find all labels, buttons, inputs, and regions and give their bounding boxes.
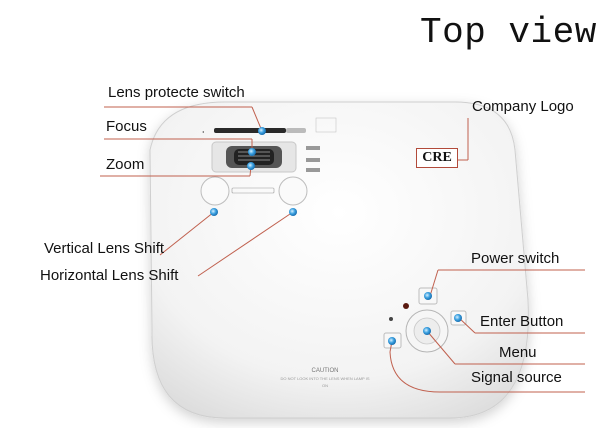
marker-vertical-shift <box>210 208 218 216</box>
label-horizontal-shift: Horizontal Lens Shift <box>40 267 178 284</box>
marker-menu <box>423 327 431 335</box>
horizontal-shift-knob[interactable] <box>279 177 307 205</box>
marker-lens-protect <box>258 127 266 135</box>
label-zoom: Zoom <box>106 156 144 173</box>
label-focus: Focus <box>106 118 147 135</box>
marker-zoom <box>247 162 255 170</box>
marker-source <box>388 337 396 345</box>
label-company-logo: Company Logo <box>472 98 574 115</box>
caution-heading: CAUTION <box>312 368 339 374</box>
company-logo: CRE <box>416 148 458 168</box>
lens-protect-slot <box>214 128 286 133</box>
label-signal-source: Signal source <box>471 369 562 386</box>
led-indicator <box>403 303 409 309</box>
label-menu: Menu <box>499 344 537 361</box>
page-title: Top view <box>420 12 597 53</box>
label-lens-protect: Lens protecte switch <box>108 84 245 101</box>
label-enter-button: Enter Button <box>480 313 563 330</box>
caution-text: CAUTION DO NOT LOOK INTO THE LENS WHEN L… <box>280 368 370 389</box>
marker-enter <box>454 314 462 322</box>
marker-horizontal-shift <box>289 208 297 216</box>
marker-power <box>424 292 432 300</box>
vertical-shift-knob[interactable] <box>201 177 229 205</box>
svg-text:◂: ◂ <box>202 129 204 134</box>
marker-focus <box>248 148 256 156</box>
label-vertical-shift: Vertical Lens Shift <box>44 240 164 257</box>
caution-subtext: DO NOT LOOK INTO THE LENS WHEN LAMP IS O… <box>280 375 370 389</box>
label-power-switch: Power switch <box>471 250 559 267</box>
